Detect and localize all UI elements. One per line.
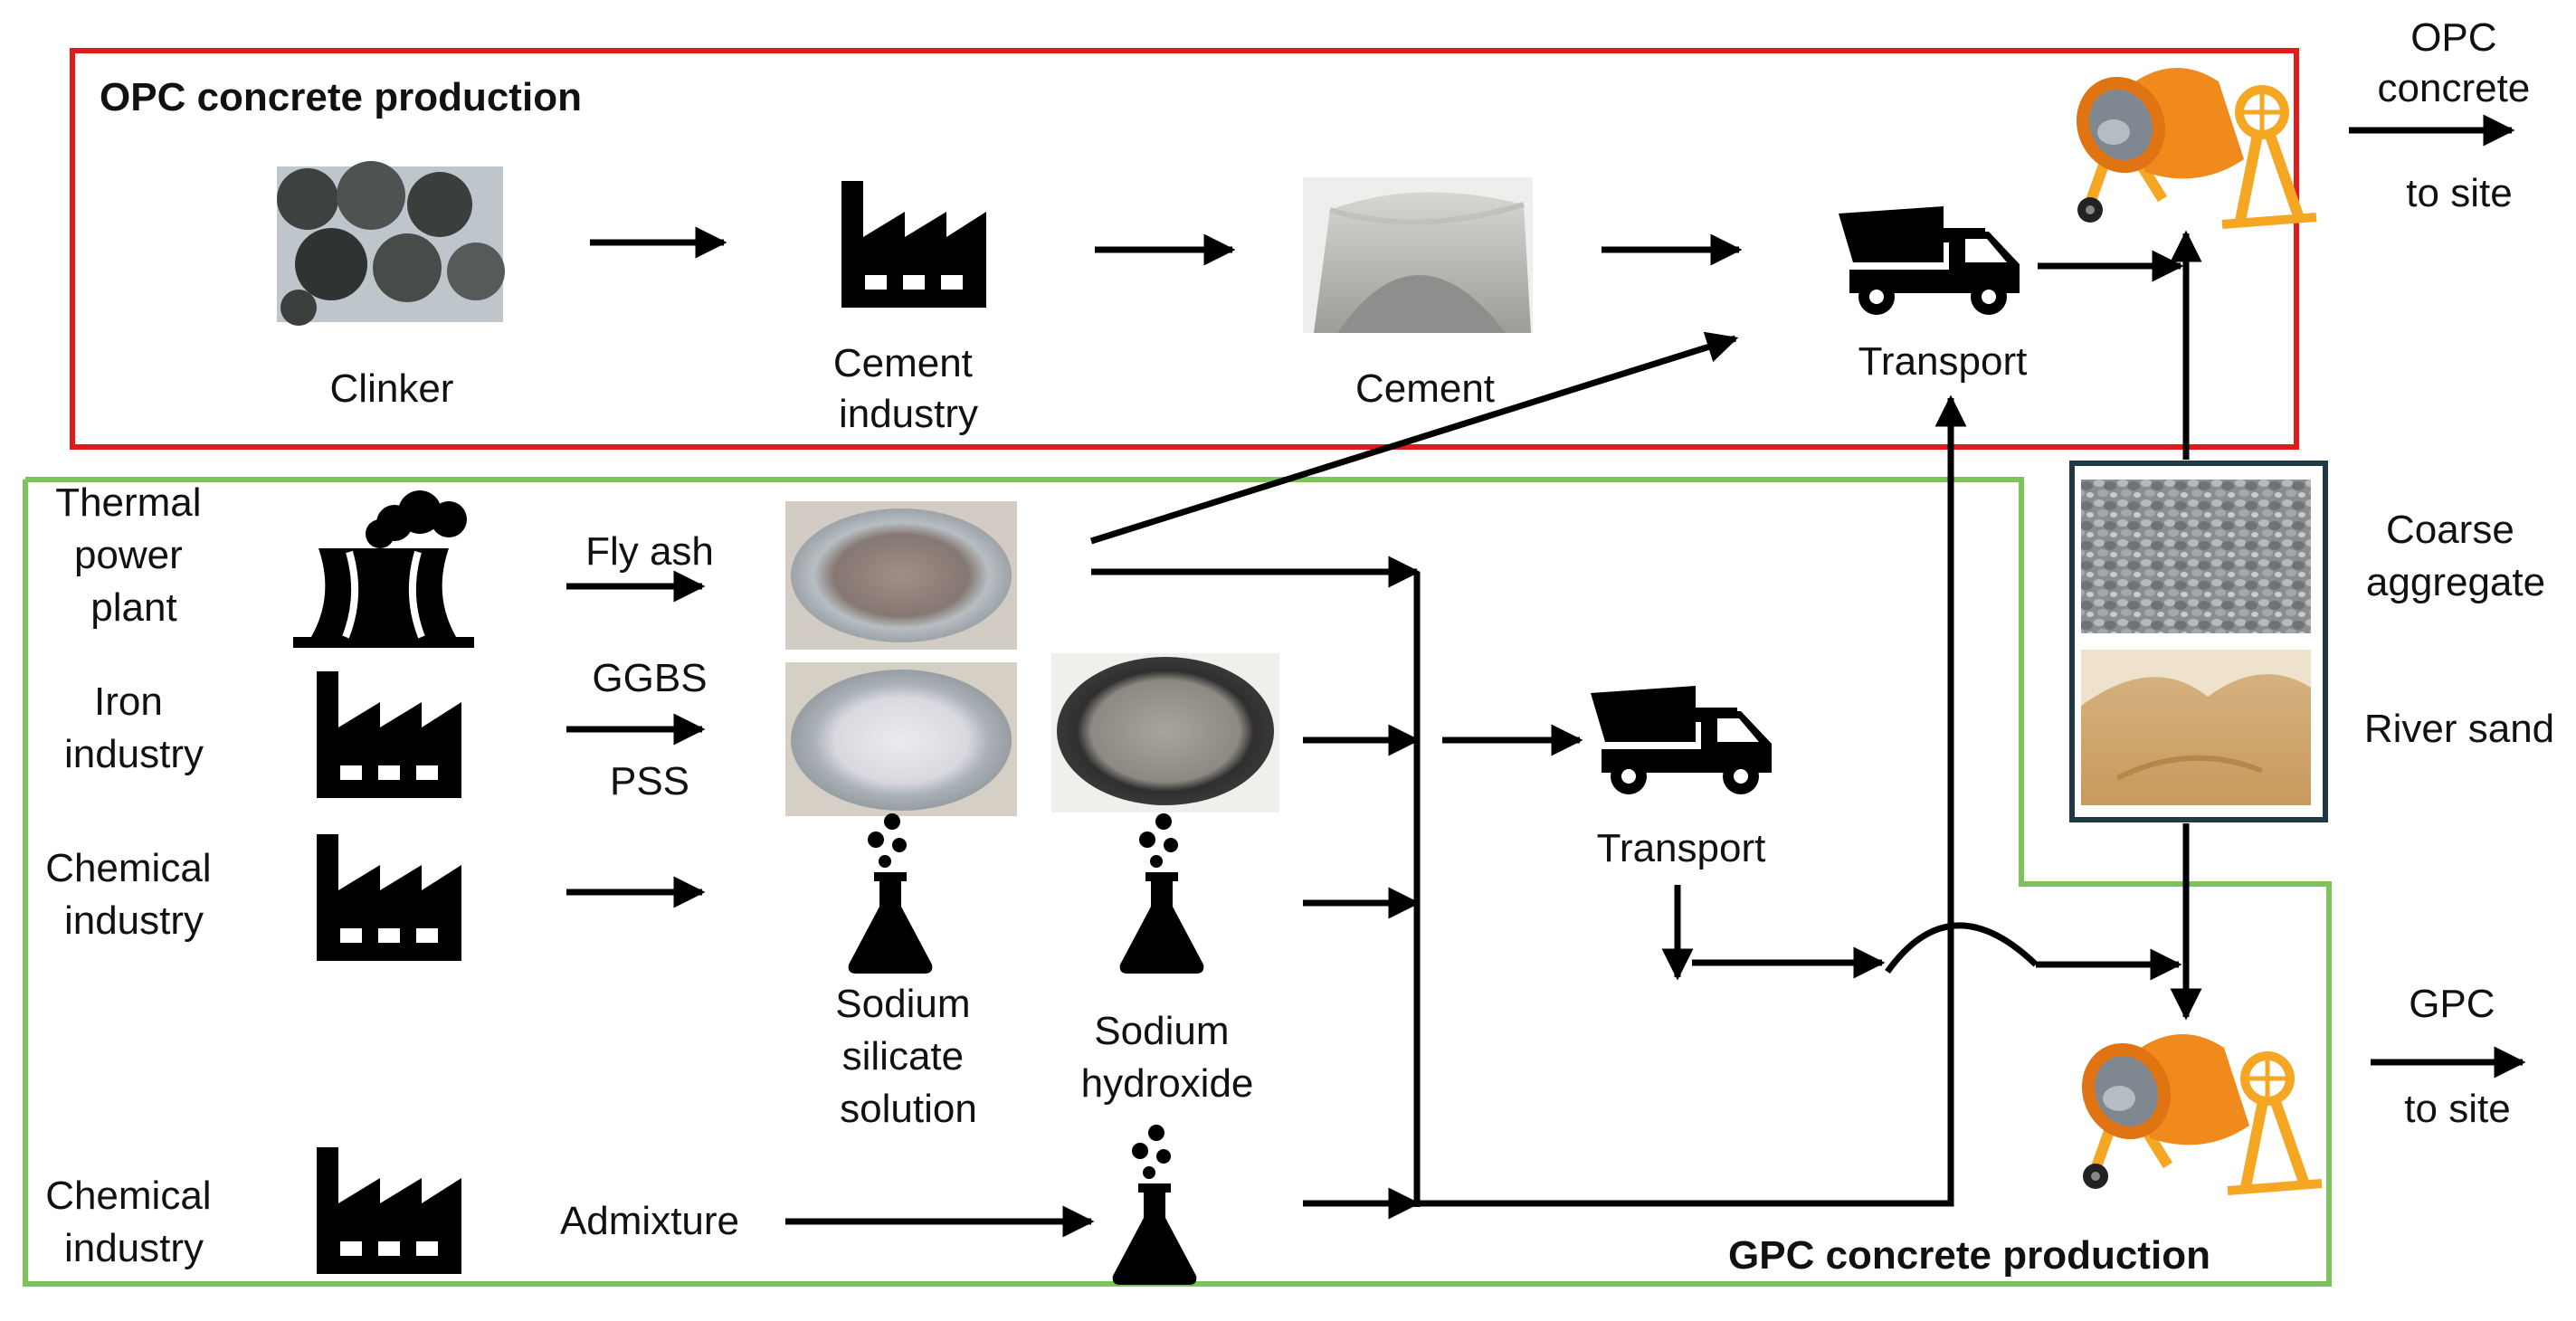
arrow-fly-ash-to-opc-transport [1089, 331, 1739, 545]
pss-label: PSS [610, 759, 689, 803]
gpc-section-border [23, 477, 2332, 1287]
cement-image [1303, 177, 1533, 333]
power-plant-icon [293, 490, 474, 648]
arrow-admixture-to-opc-transport [1417, 394, 1967, 1207]
opc-section-border [70, 48, 2299, 450]
clinker-label: Clinker [330, 366, 454, 411]
gpc-mixer-icon [2067, 1029, 2322, 1191]
pss-image [1051, 653, 1279, 813]
opc-section-title: OPC concrete production [100, 75, 582, 119]
sodium-hydroxide-label: Sodium hydroxide [1081, 1009, 1254, 1106]
sodium-hydroxide-flask-icon [1119, 813, 1204, 974]
river-sand-image [2081, 650, 2311, 805]
ggbs-label: GGBS [592, 656, 707, 700]
admixture-label: Admixture [560, 1199, 739, 1243]
fly-ash-label: Fly ash [585, 529, 714, 574]
line-crossing-hop [1885, 922, 2039, 974]
fly-ash-image [785, 501, 1017, 650]
gpc-output-label: GPC to site [2404, 982, 2510, 1131]
gpc-section-title: GPC concrete production [1728, 1233, 2210, 1278]
gpc-transport-truck-icon [1591, 686, 1772, 794]
chemical-industry-factory-icon-2 [317, 1147, 461, 1274]
coarse-aggregate-label: Coarse aggregate [2366, 508, 2545, 604]
cement-industry-factory-icon [841, 181, 986, 308]
opc-transport-truck-icon [1839, 206, 2020, 315]
iron-industry-label: Iron industry [64, 680, 204, 776]
cement-industry-label: Cement industry [833, 341, 984, 436]
clinker-image [277, 161, 505, 326]
thermal-power-plant-label: Thermal power plant [55, 480, 213, 630]
gpc-transport-label: Transport [1597, 826, 1766, 870]
chemical-industry-factory-icon-1 [317, 834, 461, 961]
opc-transport-label: Transport [1858, 339, 2028, 384]
sodium-silicate-flask-icon [848, 813, 933, 974]
opc-output-label: OPC concrete to site [2378, 15, 2542, 215]
opc-mixer-icon [2061, 62, 2316, 224]
chemical-industry-label-1: Chemical industry [45, 846, 223, 943]
coarse-aggregate-image [2081, 480, 2311, 633]
chemical-industry-label-2: Chemical industry [45, 1174, 223, 1270]
river-sand-label: River sand [2364, 707, 2554, 751]
admixture-flask-icon [1112, 1125, 1197, 1285]
cement-label: Cement [1355, 366, 1495, 411]
sodium-silicate-label: Sodium silicate solution [835, 982, 981, 1131]
iron-industry-factory-icon [317, 671, 461, 798]
ggbs-image [785, 662, 1017, 816]
